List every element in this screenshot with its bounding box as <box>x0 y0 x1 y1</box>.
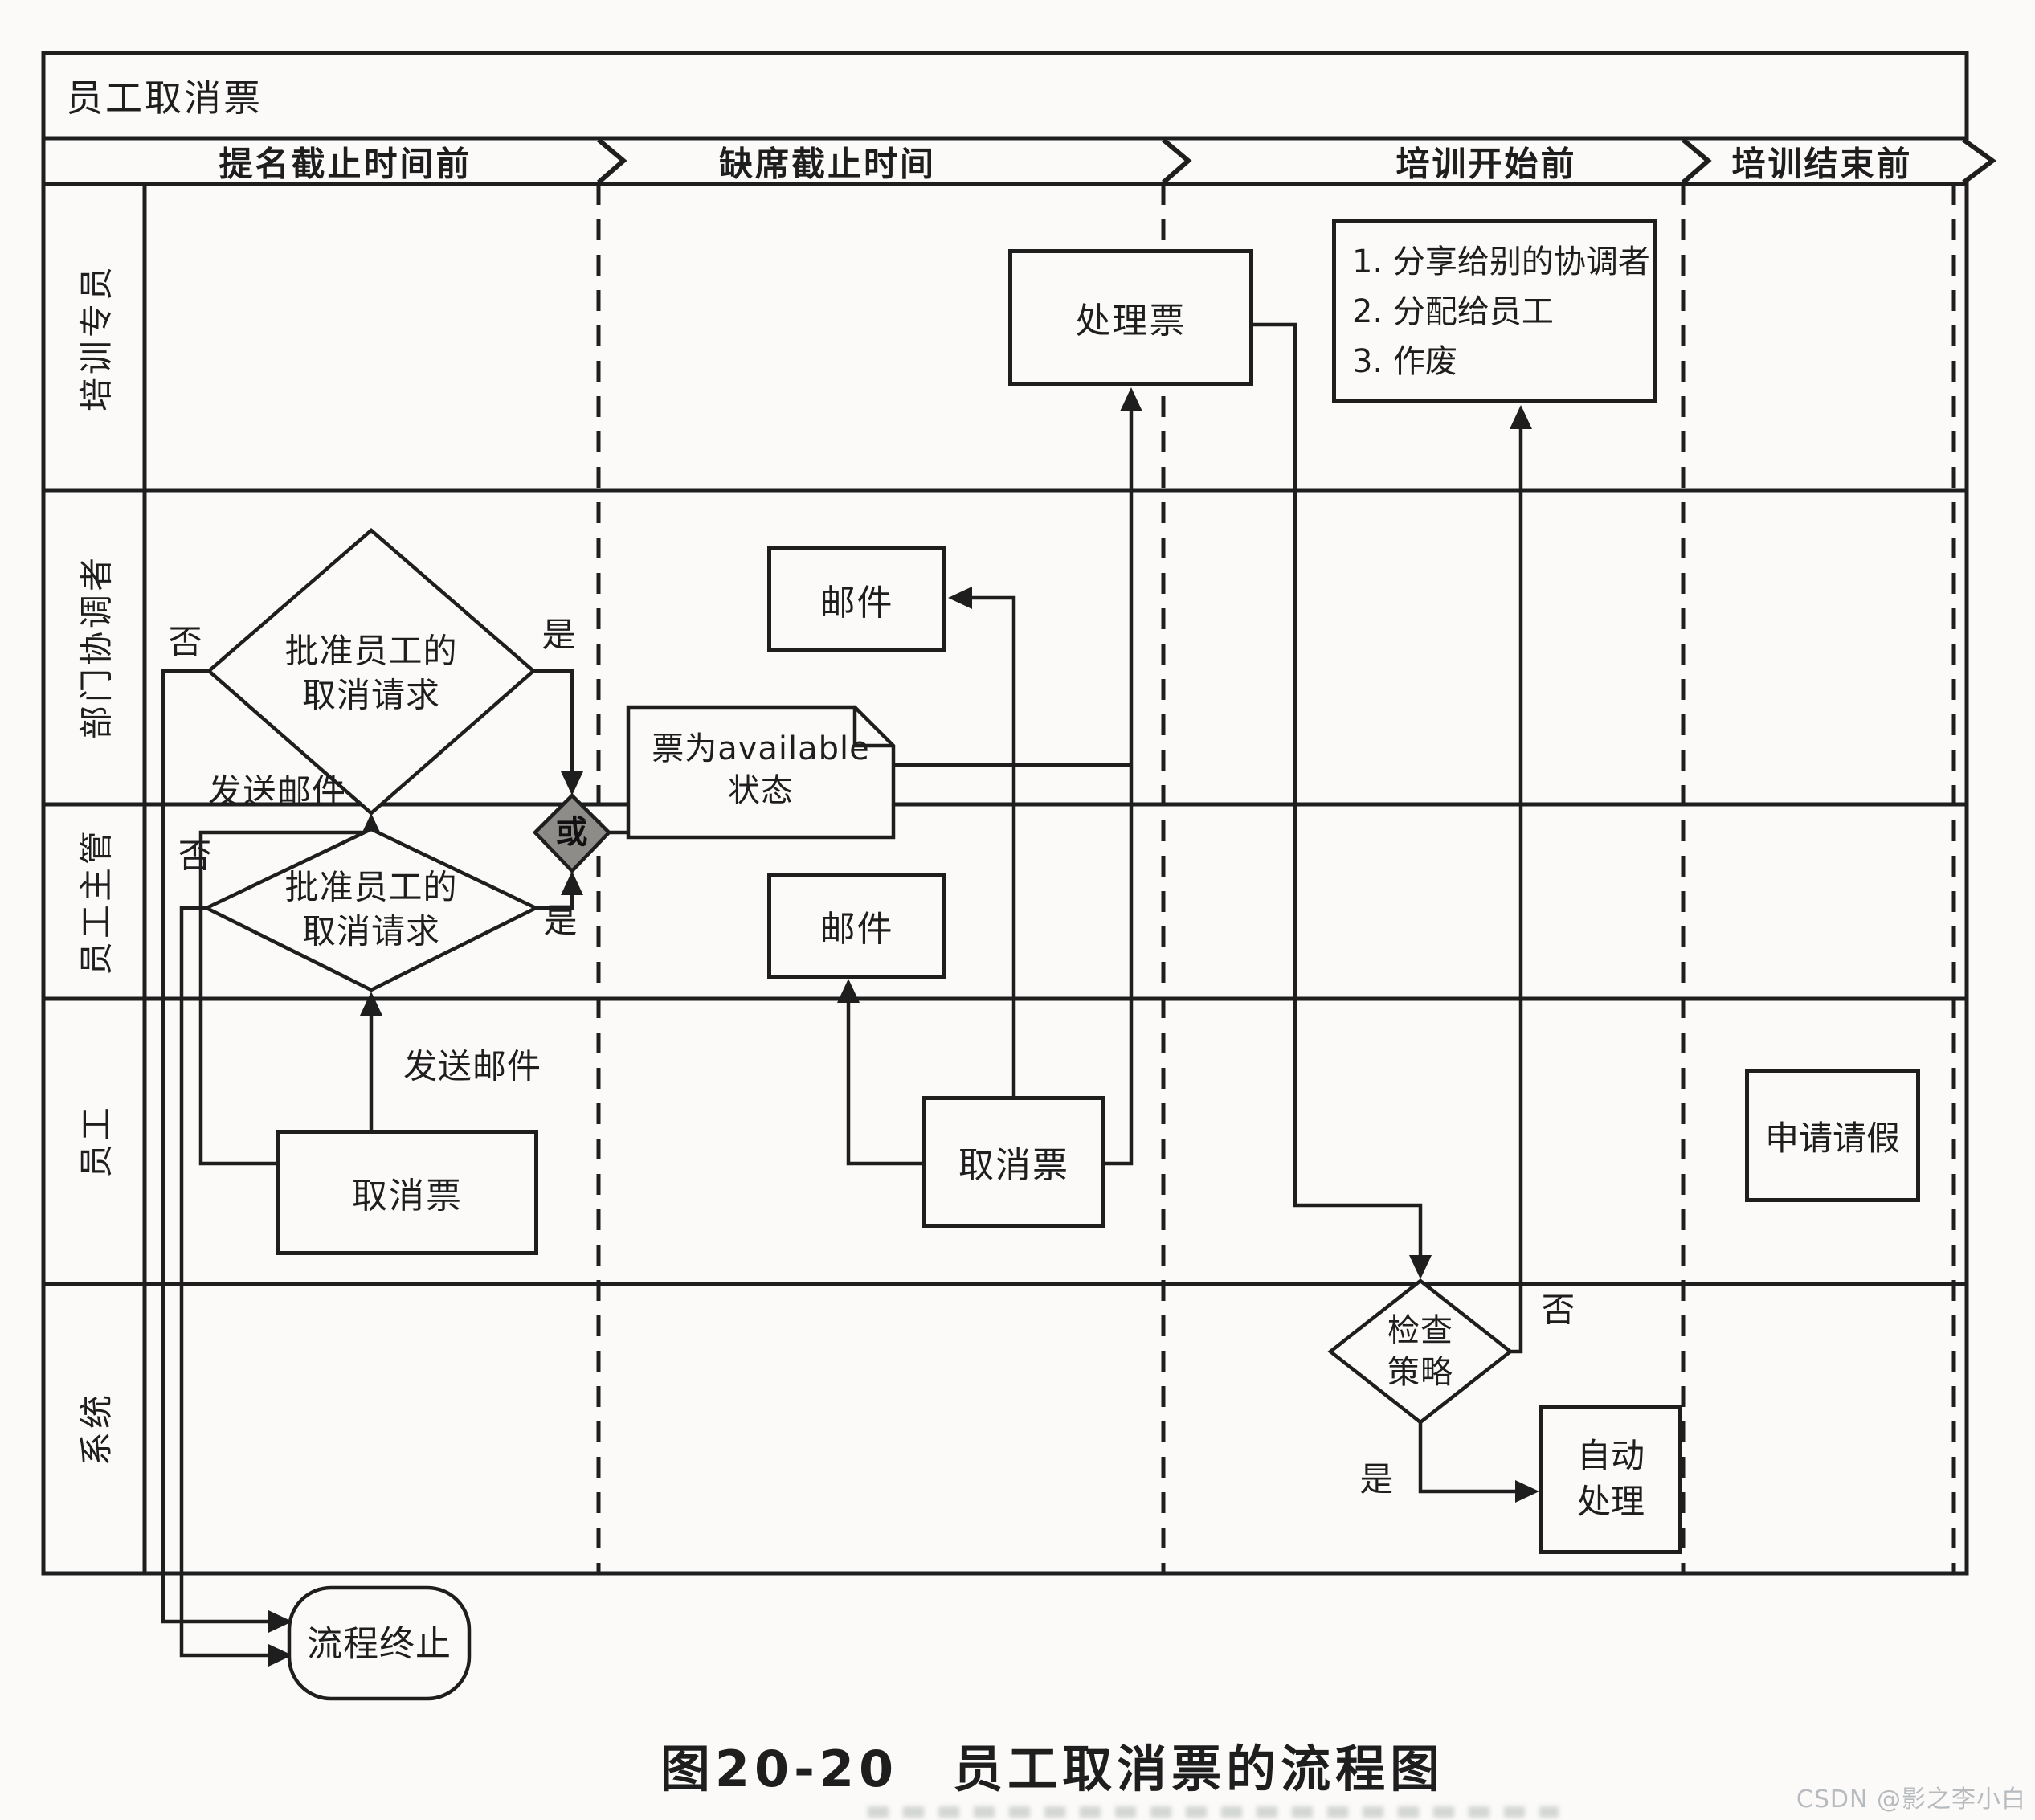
decision-coordinator-approve <box>206 528 537 816</box>
decision-check-policy-label: 检查策略 <box>1387 1312 1453 1391</box>
edge-check-no-to-options <box>1510 416 1523 1354</box>
node-handle-ticket: 处理票 <box>1008 249 1253 386</box>
phase-chevron-2 <box>1162 137 1192 185</box>
edge-cancel2-to-handle <box>1105 399 1134 1166</box>
edge-label-no-supervisor: 否 <box>178 836 213 876</box>
edge-cancel2-to-email1 <box>959 595 1016 1096</box>
edge-label-no-coordinator: 否 <box>168 622 203 662</box>
lane-label-dept-coordinator: 部门协调者 <box>76 554 116 740</box>
edge-supervisor-no <box>179 906 281 1658</box>
node-auto-handle: 自动处理 <box>1539 1405 1682 1554</box>
edge-check-yes-to-auto <box>1418 1422 1528 1494</box>
or-gateway-label: 或 <box>555 814 589 851</box>
edge-handle-to-check <box>1253 322 1423 1271</box>
or-gateway-diamond <box>532 792 612 874</box>
cropped-text-remnant <box>868 1806 1559 1818</box>
diagram-title: 员工取消票 <box>66 76 263 120</box>
edge-label-send-email-supervisor: 发送邮件 <box>403 1046 542 1086</box>
phase-chevron-3 <box>1682 137 1712 185</box>
decision-supervisor-approve-label: 批准员工的取消请求 <box>284 867 458 951</box>
edge-label-yes-supervisor: 是 <box>543 901 578 941</box>
node-apply-leave: 申请请假 <box>1745 1069 1920 1202</box>
node-email-to-supervisor: 邮件 <box>767 873 946 979</box>
option-line-1: 1. 分享给别的协调者 <box>1352 243 1650 280</box>
decision-coordinator-approve-label: 批准员工的取消请求 <box>284 631 458 714</box>
terminator-shape <box>287 1585 472 1701</box>
phase-header-1: 提名截止时间前 <box>219 144 472 184</box>
terminator-label: 流程终止 <box>307 1623 452 1665</box>
edge-label-yes-coordinator: 是 <box>541 615 577 655</box>
decision-check-policy <box>1327 1278 1514 1425</box>
phase-header-4: 培训结束前 <box>1731 144 1913 184</box>
option-line-2: 2. 分配给员工 <box>1352 292 1554 330</box>
lane-label-training-specialist: 培训专员 <box>76 263 116 412</box>
option-line-3: 3. 作废 <box>1352 342 1457 380</box>
edge-label-yes-check-policy: 是 <box>1359 1459 1395 1499</box>
node-cancel-ticket-phase1: 取消票 <box>276 1130 538 1255</box>
node-cancel-ticket-phase2: 取消票 <box>922 1096 1105 1228</box>
csdn-watermark: CSDN @影之李小白 <box>1796 1785 2026 1814</box>
lane-label-system: 系统 <box>76 1391 116 1466</box>
phase-chevron-1 <box>597 137 627 185</box>
edge-coordinator-no <box>161 669 281 1624</box>
node-email-to-coordinator: 邮件 <box>767 546 946 652</box>
diagram-frame <box>41 51 1969 1576</box>
edge-cancel2-to-email2 <box>846 992 922 1166</box>
node-handle-options: 1. 分享给别的协调者 2. 分配给员工 3. 作废 <box>1332 219 1657 403</box>
document-ticket-available <box>626 705 896 840</box>
edge-label-send-email-coordinator: 发送邮件 <box>207 771 347 812</box>
figure-caption: 图20-20 员工取消票的流程图 <box>660 1740 1445 1798</box>
phase-header-3: 培训开始前 <box>1395 144 1577 184</box>
phase-header-2: 缺席截止时间 <box>718 144 937 184</box>
lane-label-employee-supervisor: 员工主管 <box>76 827 116 976</box>
decision-supervisor-approve <box>202 827 541 992</box>
phase-chevron-end <box>1962 137 1997 185</box>
edge-label-no-check-policy: 否 <box>1541 1290 1576 1330</box>
lane-label-employee: 员工 <box>76 1103 116 1179</box>
edge-coordinator-yes <box>533 669 574 784</box>
